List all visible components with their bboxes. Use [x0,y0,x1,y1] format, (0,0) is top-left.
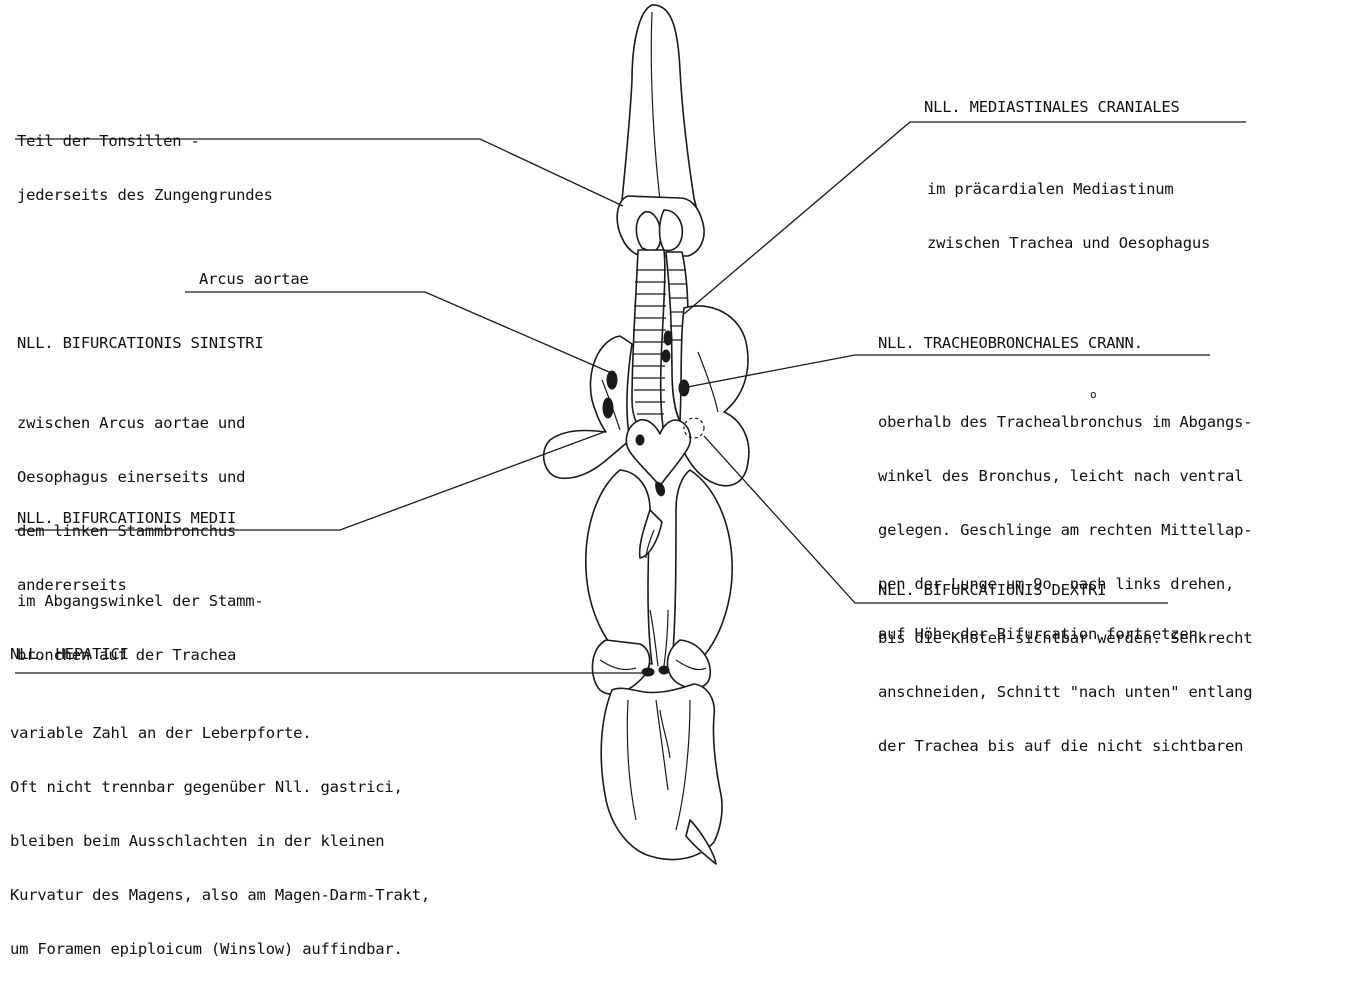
lower-left-lobe [586,470,652,664]
trachea [632,250,665,436]
title-tracheobronchales: NLL. TRACHEOBRONCHALES CRANN. [878,334,1143,352]
tracheo-line-7: der Trachea bis auf die nicht sichtbaren [878,737,1252,755]
title-mediastinales-craniales: NLL. MEDIASTINALES CRANIALES [924,98,1180,116]
tonsillen-line-2: jederseits des Zungengrundes [17,186,273,204]
liver [592,640,649,694]
label-tonsillen: Teil der Tonsillen - jederseits des Zung… [17,96,273,240]
text-hepatici: variable Zahl an der Leberpforte. Oft ni… [10,688,430,994]
degree-superscript: o [1090,389,1096,400]
tracheo-line-6: anschneiden, Schnitt "nach unten" entlan… [878,683,1252,701]
med-cran-line-1: im präcardialen Mediastinum [927,180,1210,198]
title-hepatici: NLL. HEPATICI [10,645,129,663]
text-mediastinales-craniales: im präcardialen Mediastinum zwischen Tra… [927,144,1210,288]
hepatici-line-4: Kurvatur des Magens, also am Magen-Darm-… [10,886,430,904]
text-bif-dextri: auf Höhe der Bifurcation fortsetzen. [878,625,1207,643]
text-bif-medii: im Abgangswinkel der Stamm- bronchen auf… [17,556,264,700]
title-bif-medii: NLL. BIFURCATIONIS MEDII [17,509,236,527]
lower-right-lobe [672,470,732,664]
hepatici-line-3: bleiben beim Ausschlachten in der kleine… [10,832,430,850]
tonsillen-line-1: Teil der Tonsillen - [17,132,273,150]
title-bif-sinistri: NLL. BIFURCATIONIS SINISTRI [17,334,264,352]
label-arcus-aortae: Arcus aortae [199,270,309,288]
bif-sin-line-2: Oesophagus einerseits und [17,468,245,486]
title-bif-dextri: NLL. BIFURCATIONIS DEXTRI [878,581,1106,599]
tracheo-line-3: gelegen. Geschlinge am rechten Mittellap… [878,521,1252,539]
node-hepatici [642,668,654,676]
right-lung [680,306,749,486]
left-lung [544,336,632,478]
bif-sin-line-1: zwischen Arcus aortae und [17,414,245,432]
hepatici-line-2: Oft nicht trennbar gegenüber Nll. gastri… [10,778,430,796]
stomach [601,684,722,860]
med-cran-line-2: zwischen Trachea und Oesophagus [927,234,1210,252]
hepatici-line-1: variable Zahl an der Leberpforte. [10,724,430,742]
hepatici-line-5: um Foramen epiploicum (Winslow) auffindb… [10,940,430,958]
tracheo-line-1: oberhalb des Trachealbronchus im Abgangs… [878,413,1252,431]
tracheo-line-2: winkel des Bronchus, leicht nach ventral [878,467,1252,485]
bif-medii-line-1: im Abgangswinkel der Stamm- [17,592,264,610]
anatomy-diagram: Teil der Tonsillen - jederseits des Zung… [0,0,1348,868]
